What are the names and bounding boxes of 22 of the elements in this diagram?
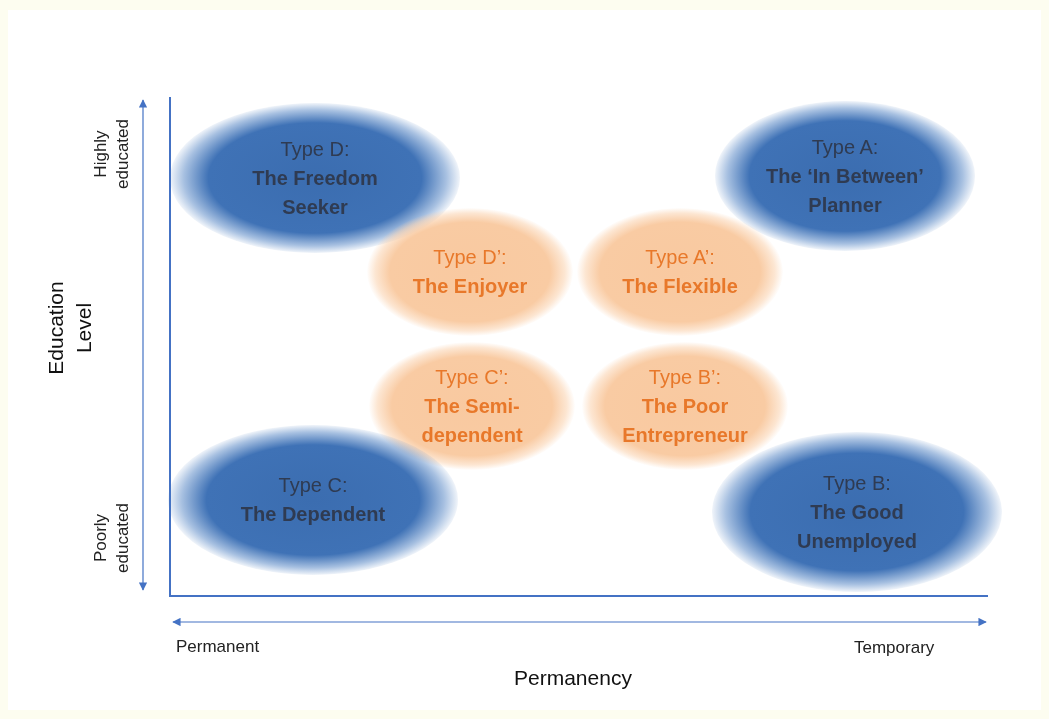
axis-end-label: Poorly educated xyxy=(90,502,133,575)
axis-title: Education Level xyxy=(43,280,96,377)
type-name: The Semi-dependent xyxy=(420,393,524,448)
type-label: Type A’: xyxy=(645,245,715,270)
type-name: The Poor Entrepreneur xyxy=(621,393,749,448)
type-label: Type A: xyxy=(811,134,879,160)
type-name: The Enjoyer xyxy=(412,274,528,299)
axis-title: Permanency xyxy=(514,665,632,691)
type-label: Type B’: xyxy=(648,364,722,390)
axis-end-label: Permanent xyxy=(176,636,260,658)
type-label: Type C: xyxy=(278,473,348,498)
axis-end-label: Highly educated xyxy=(90,118,133,191)
type-label: Type D’: xyxy=(433,245,507,270)
type-label: Type C’: xyxy=(435,364,509,390)
type-name: The Flexible xyxy=(622,274,738,299)
axis-end-label: Temporary xyxy=(854,637,935,659)
type-name: The Freedom Seeker xyxy=(251,165,379,220)
type-label: Type B: xyxy=(823,470,891,496)
type-label: Type D: xyxy=(280,136,350,162)
type-name: The Dependent xyxy=(240,502,386,527)
type-name: The Good Unemployed xyxy=(796,499,918,554)
type-name: The ‘In Between’ Planner xyxy=(765,163,925,218)
